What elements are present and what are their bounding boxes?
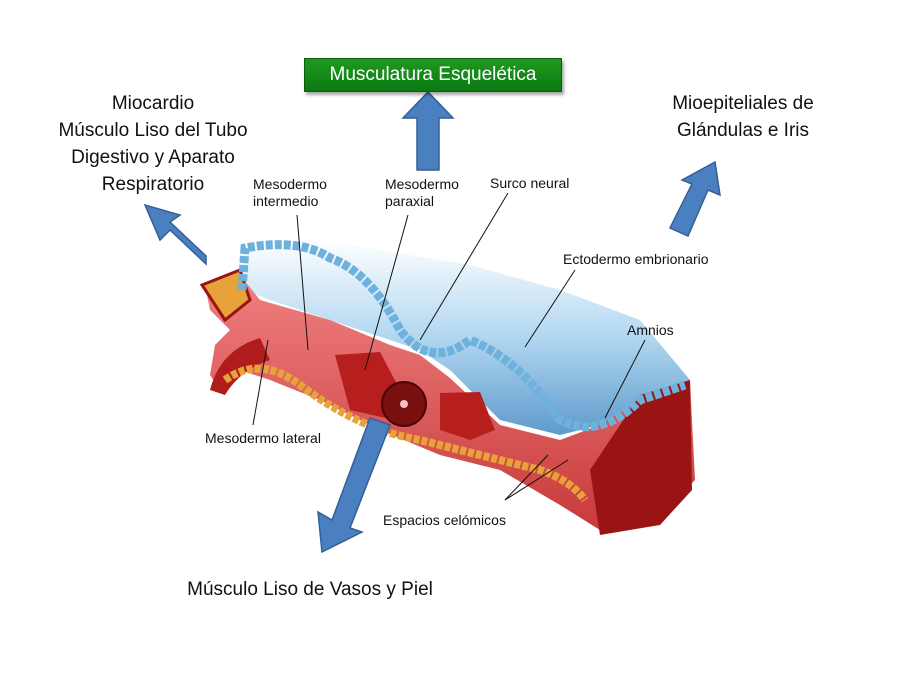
arrow-up-left-icon bbox=[145, 205, 206, 264]
left-callout-line: Miocardio bbox=[38, 90, 268, 117]
label-mesodermo-lateral: Mesodermo lateral bbox=[205, 430, 321, 447]
label-amnios: Amnios bbox=[627, 322, 674, 339]
notochord-center bbox=[400, 400, 408, 408]
arrow-up-icon bbox=[403, 92, 453, 170]
left-callout: Miocardio Músculo Liso del Tubo Digestiv… bbox=[38, 90, 268, 198]
bottom-callout-line: Músculo Liso de Vasos y Piel bbox=[165, 576, 455, 603]
label-espacios-celomicos: Espacios celómicos bbox=[383, 512, 506, 529]
label-surco-neural: Surco neural bbox=[490, 175, 569, 192]
arrow-up-right-icon bbox=[670, 162, 720, 236]
left-callout-line: Músculo Liso del Tubo bbox=[38, 117, 268, 144]
right-callout-line: Mioepiteliales de bbox=[648, 90, 838, 117]
right-callout: Mioepiteliales de Glándulas e Iris bbox=[648, 90, 838, 144]
label-line: intermedio bbox=[253, 193, 327, 210]
label-line: Mesodermo bbox=[253, 176, 327, 193]
right-callout-line: Glándulas e Iris bbox=[648, 117, 838, 144]
left-callout-line: Digestivo y Aparato bbox=[38, 144, 268, 171]
musculatura-esqueletica-box: Musculatura Esquelética bbox=[304, 58, 562, 92]
label-mesodermo-paraxial: Mesodermo paraxial bbox=[385, 176, 459, 210]
label-line: paraxial bbox=[385, 193, 459, 210]
arrow-down-left-icon bbox=[318, 418, 390, 552]
left-callout-line: Respiratorio bbox=[38, 171, 268, 198]
label-ectodermo: Ectodermo embrionario bbox=[563, 251, 709, 268]
bottom-callout: Músculo Liso de Vasos y Piel bbox=[165, 576, 455, 603]
label-line: Mesodermo bbox=[385, 176, 459, 193]
label-mesodermo-intermedio: Mesodermo intermedio bbox=[253, 176, 327, 210]
